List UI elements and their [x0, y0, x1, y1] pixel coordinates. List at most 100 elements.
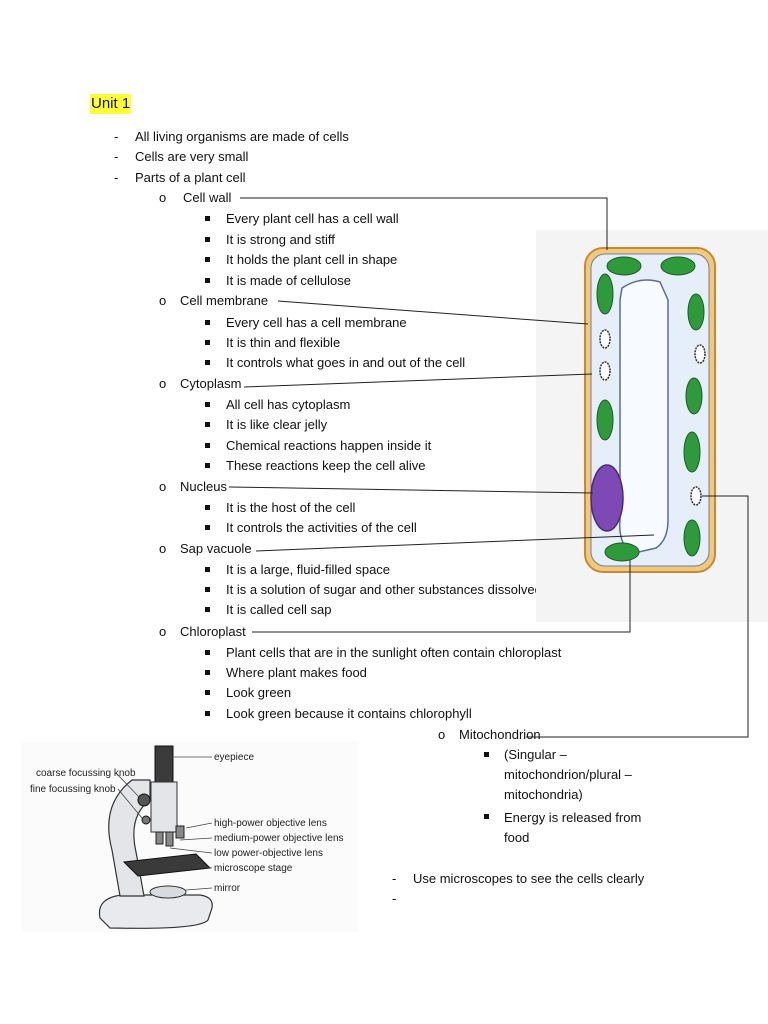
part-title-nucleus: Nucleus: [180, 479, 227, 494]
part-title-sap-vacuole: Sap vacuole: [180, 541, 252, 556]
square-bullet: [205, 402, 210, 407]
chloroplast-shape: [687, 293, 705, 331]
mitochondrion-shape: [694, 344, 706, 364]
intro-item: All living organisms are made of cells: [135, 129, 349, 144]
square-bullet: [205, 670, 210, 675]
body-tube: [150, 781, 178, 833]
part-point: All cell has cytoplasm: [226, 397, 351, 412]
part-point: It is strong and stiff: [226, 232, 335, 247]
fine-knob-shape: [141, 815, 151, 825]
nucleus-shape: [590, 464, 624, 532]
square-bullet: [205, 690, 210, 695]
o-bullet: o: [159, 624, 167, 639]
o-bullet: o: [159, 376, 167, 391]
part-point: It is like clear jelly: [226, 417, 328, 432]
dash-marker: -: [114, 149, 119, 164]
leader-lines: [228, 197, 749, 738]
square-bullet: [205, 587, 210, 592]
sap-vacuole-shape: [618, 279, 669, 555]
dash-marker: -: [392, 891, 397, 906]
o-bullet: o: [159, 190, 167, 205]
part-point: It holds the plant cell in shape: [226, 252, 398, 267]
label-medium-power: medium-power objective lens: [214, 833, 344, 844]
square-bullet: [484, 752, 489, 757]
part-point: Chemical reactions happen inside it: [226, 438, 432, 453]
o-bullet: o: [159, 293, 167, 308]
label-coarse-knob: coarse focussing knob: [36, 768, 136, 779]
chloroplast-shape: [685, 377, 703, 415]
square-bullet: [205, 257, 210, 262]
microscope-leader-lines: [115, 756, 213, 891]
square-bullet: [205, 443, 210, 448]
part-point: It is a solution of sugar and other subs…: [226, 582, 591, 597]
part-title-chloroplast: Chloroplast: [180, 624, 246, 639]
part-point: It is the host of the cell: [226, 500, 356, 515]
part-point: It is a large, fluid-filled space: [226, 562, 391, 577]
square-bullet: [205, 340, 210, 345]
mitochondrion-shape: [599, 329, 611, 349]
square-bullet: [205, 422, 210, 427]
o-bullet: o: [438, 727, 446, 742]
chloroplast-shape: [683, 519, 701, 557]
label-low-power: low power-objective lens: [214, 848, 323, 859]
eyepiece-shape: [154, 745, 174, 787]
chloroplast-shape: [596, 399, 614, 441]
mirror-shape: [149, 885, 187, 899]
part-point: It controls the activities of the cell: [226, 520, 417, 535]
o-bullet: o: [159, 541, 167, 556]
square-bullet: [205, 650, 210, 655]
chloroplast-shape: [683, 431, 701, 473]
part-point: Every cell has a cell membrane: [226, 315, 407, 330]
label-high-power: high-power objective lens: [214, 818, 327, 829]
square-bullet: [205, 607, 210, 612]
label-fine-knob: fine focussing knob: [30, 784, 116, 795]
intro-item: Parts of a plant cell: [135, 170, 246, 185]
square-bullet: [484, 814, 489, 819]
square-bullet: [205, 320, 210, 325]
part-title-cell-membrane: Cell membrane: [180, 293, 269, 308]
objective-lens-shape: [155, 831, 164, 845]
square-bullet: [205, 711, 210, 716]
part-point: It controls what goes in and out of the …: [226, 355, 466, 370]
part-point: Look green because it contains chlorophy…: [226, 706, 472, 721]
part-point: Energy is released from food: [504, 810, 642, 845]
chloroplast-shape: [596, 273, 614, 315]
part-point: It is made of cellulose: [226, 273, 352, 288]
objective-lens-shape: [175, 825, 185, 839]
mitochondrion-shape: [690, 486, 702, 506]
part-point: These reactions keep the cell alive: [226, 458, 426, 473]
part-point: Every plant cell has a cell wall: [226, 211, 399, 226]
part-point: Look green: [226, 685, 292, 700]
part-point: It is thin and flexible: [226, 335, 341, 350]
microscope-arm: [108, 779, 151, 897]
square-bullet: [205, 237, 210, 242]
coarse-knob-shape: [137, 793, 151, 807]
intro-item: Cells are very small: [135, 149, 249, 164]
objective-lens-shape: [165, 831, 174, 847]
part-point: Where plant makes food: [226, 665, 367, 680]
square-bullet: [205, 505, 210, 510]
label-mirror: mirror: [214, 883, 241, 894]
dash-marker: -: [392, 871, 397, 886]
microscope-base: [98, 894, 213, 929]
part-point: Plant cells that are in the sunlight oft…: [226, 645, 562, 660]
square-bullet: [205, 567, 210, 572]
square-bullet: [205, 525, 210, 530]
footer-item: Use microscopes to see the cells clearly: [413, 871, 645, 886]
mitochondrion-shape: [599, 361, 611, 381]
part-title-cell-wall: Cell wall: [183, 190, 232, 205]
square-bullet: [205, 463, 210, 468]
part-point: (Singular – mitochondrion/plural – mitoc…: [504, 747, 632, 802]
o-bullet: o: [159, 479, 167, 494]
dash-marker: -: [114, 170, 119, 185]
part-title-cytoplasm: Cytoplasm: [180, 376, 242, 391]
chloroplast-shape: [604, 542, 640, 562]
dash-marker: -: [114, 129, 119, 144]
square-bullet: [205, 360, 210, 365]
part-title-mitochondrion: Mitochondrion: [459, 727, 541, 742]
chloroplast-shape: [606, 256, 642, 276]
square-bullet: [205, 278, 210, 283]
